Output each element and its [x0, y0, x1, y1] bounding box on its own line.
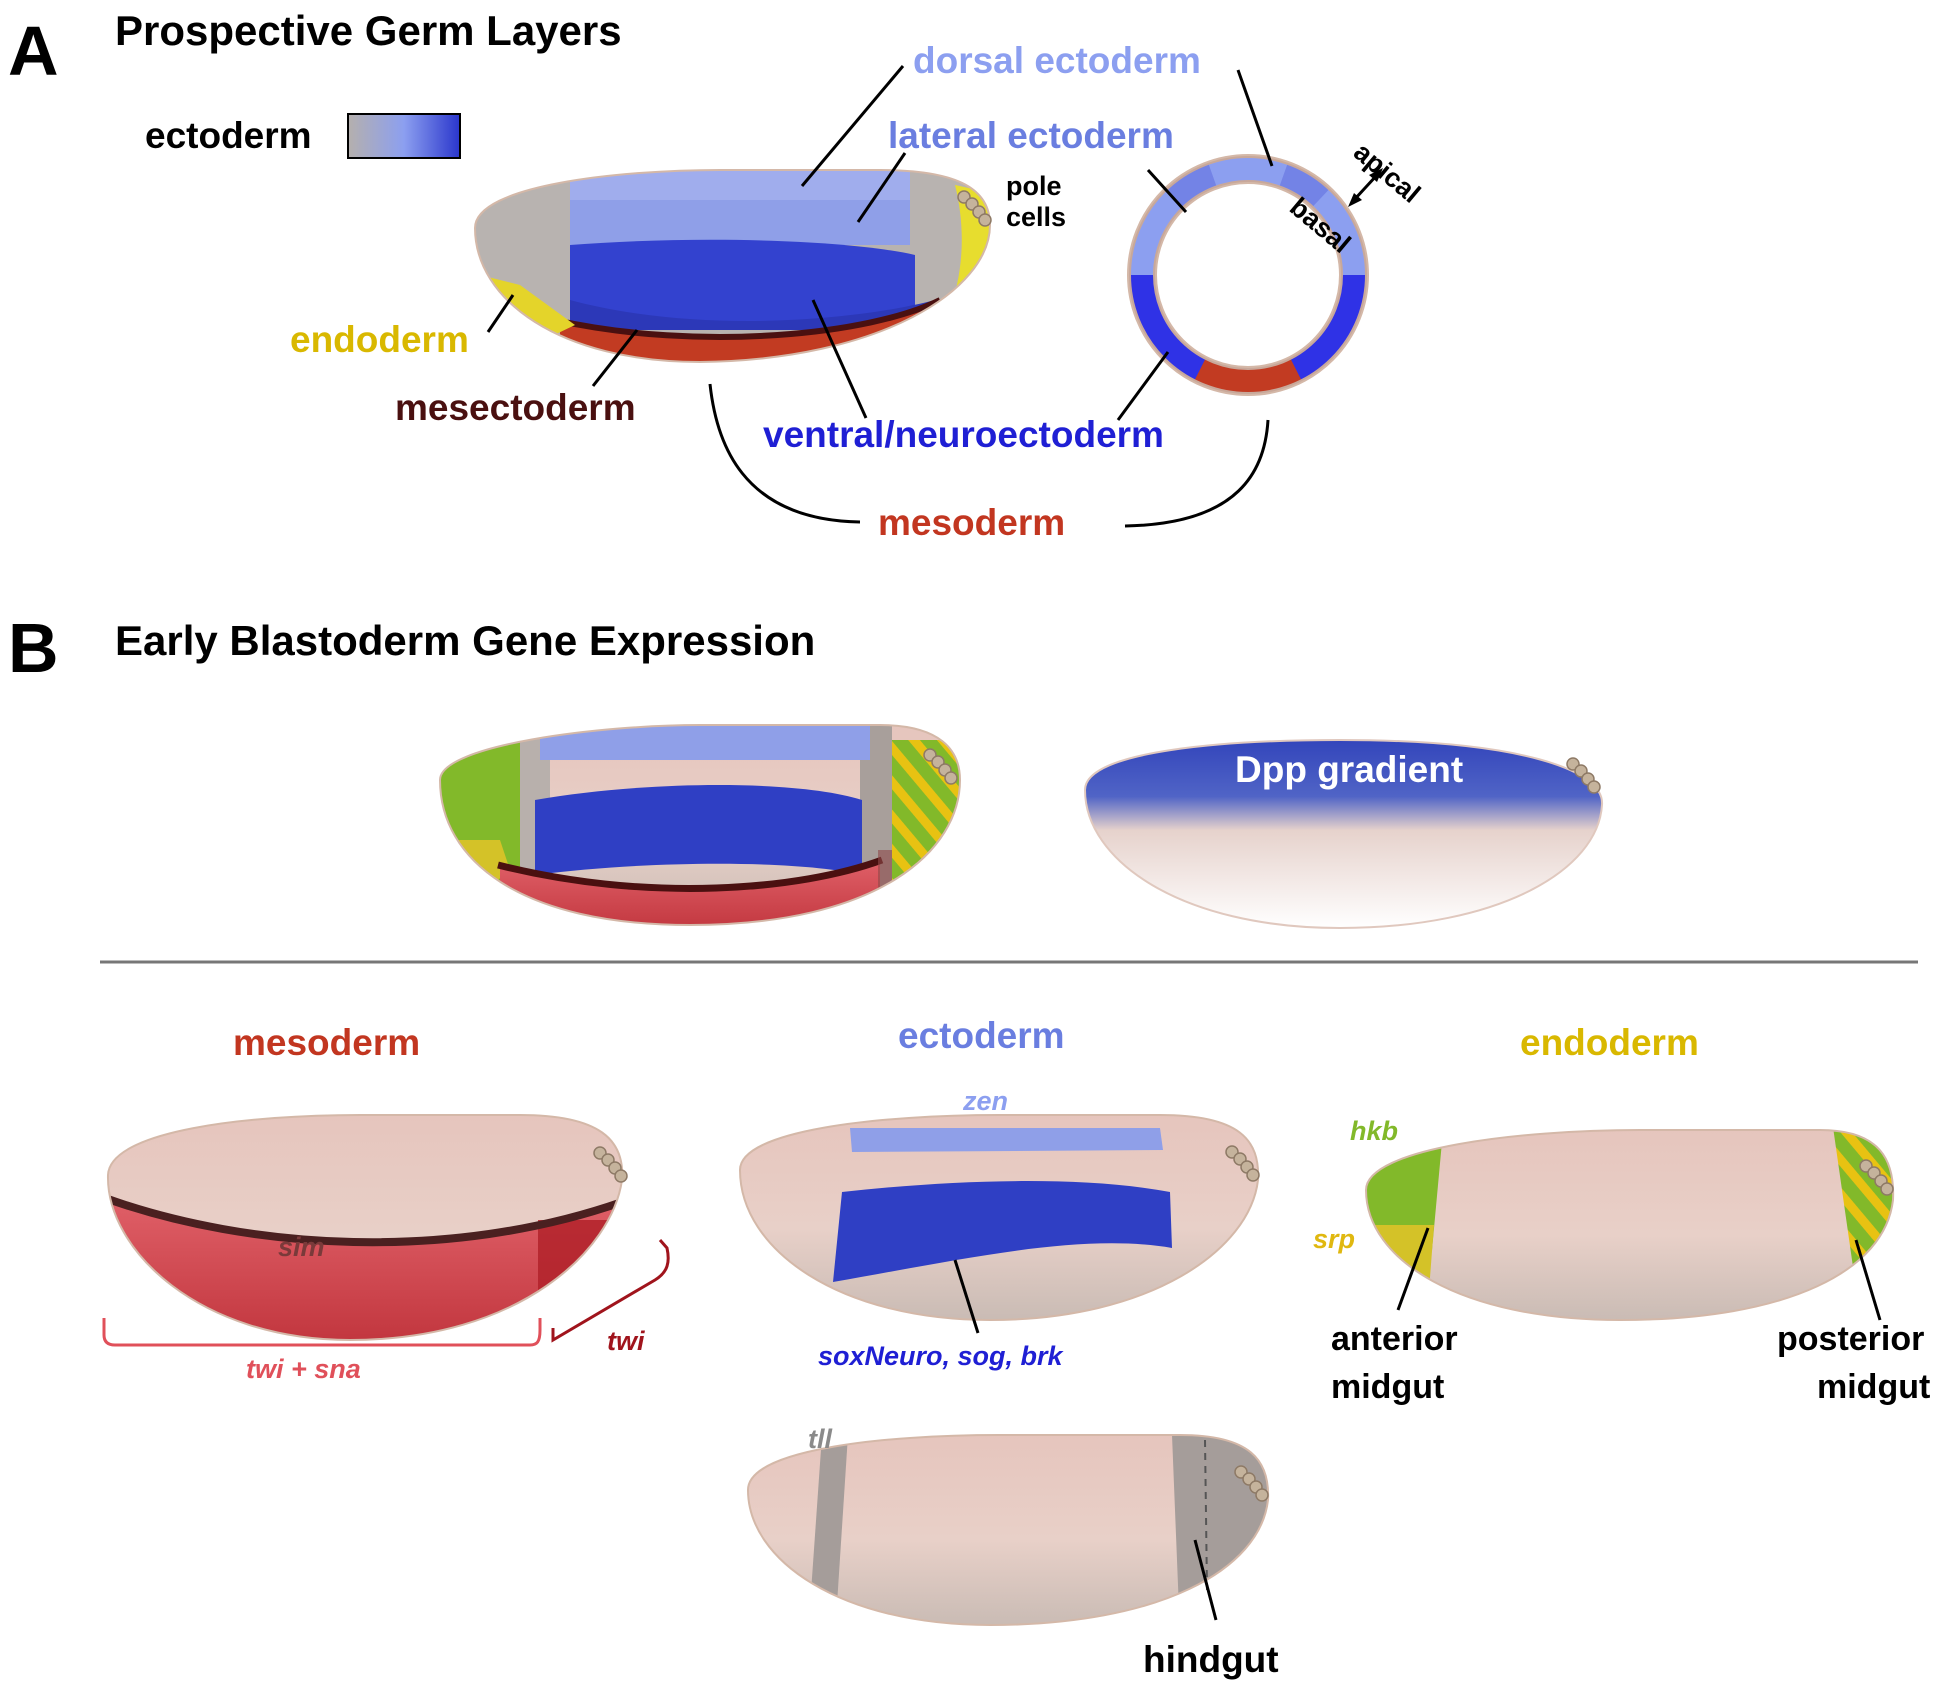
label-hindgut: hindgut	[1143, 1639, 1279, 1680]
bracket-twi-sna	[102, 1318, 542, 1347]
embryo-combined-expression	[438, 724, 962, 927]
embryo-mesoderm	[106, 1114, 628, 1342]
label-pole-cells-line2: cells	[1006, 202, 1066, 232]
cross-section	[1127, 154, 1369, 396]
panel-b-letter: B	[8, 609, 59, 687]
heading-mesoderm: mesoderm	[233, 1022, 420, 1063]
heading-endoderm: endoderm	[1520, 1022, 1699, 1063]
gene-sim: sim	[278, 1232, 325, 1262]
label-posterior-line2: midgut	[1817, 1368, 1930, 1406]
ectoderm-legend-swatch	[347, 113, 461, 159]
gene-zen: zen	[962, 1086, 1008, 1116]
label-dorsal-ectoderm: dorsal ectoderm	[913, 40, 1201, 81]
embryo-tll	[746, 1434, 1270, 1627]
bracket-twi	[551, 1239, 670, 1343]
gene-srp: srp	[1313, 1224, 1355, 1254]
leader-anterior-midgut	[1396, 1227, 1430, 1311]
heading-ectoderm: ectoderm	[898, 1015, 1065, 1056]
label-anterior-line2: midgut	[1331, 1368, 1444, 1406]
label-anterior-line1: anterior	[1331, 1320, 1458, 1358]
label-posterior-line1: posterior	[1777, 1320, 1924, 1358]
embryo-ectoderm	[738, 1114, 1260, 1322]
legend-ectoderm-label: ectoderm	[145, 115, 312, 156]
leader-soxneuro	[953, 1259, 980, 1334]
gene-tll: tll	[808, 1424, 832, 1454]
panel-a-letter: A	[8, 12, 59, 90]
embryo-lateral-view	[473, 169, 992, 364]
panel-a-leader-lines	[486, 65, 1274, 528]
apical-label: apical	[1348, 137, 1426, 209]
gene-twi-sna: twi + sna	[246, 1354, 361, 1384]
embryo-endoderm	[1364, 1129, 1895, 1322]
apical-basal-arrow	[1352, 173, 1379, 202]
leader-posterior-midgut	[1854, 1239, 1882, 1321]
label-mesoderm-a: mesoderm	[878, 502, 1065, 543]
panel-a-title: Prospective Germ Layers	[115, 7, 622, 54]
embryo-dpp-gradient	[1083, 738, 1604, 930]
label-endoderm: endoderm	[290, 319, 469, 360]
label-pole-cells-line1: pole	[1006, 171, 1062, 201]
gene-soxneuro-sog-brk: soxNeuro, sog, brk	[818, 1341, 1065, 1371]
gene-hkb: hkb	[1350, 1116, 1398, 1146]
pole-cells	[957, 190, 992, 227]
gene-twi: twi	[607, 1326, 645, 1356]
leader-hindgut	[1193, 1539, 1218, 1621]
label-lateral-ectoderm: lateral ectoderm	[888, 115, 1174, 156]
label-ventral-neuroectoderm: ventral/neuroectoderm	[763, 414, 1164, 455]
panel-b-title: Early Blastoderm Gene Expression	[115, 617, 815, 664]
label-mesectoderm: mesectoderm	[395, 387, 636, 428]
label-dpp-gradient: Dpp gradient	[1235, 749, 1463, 790]
